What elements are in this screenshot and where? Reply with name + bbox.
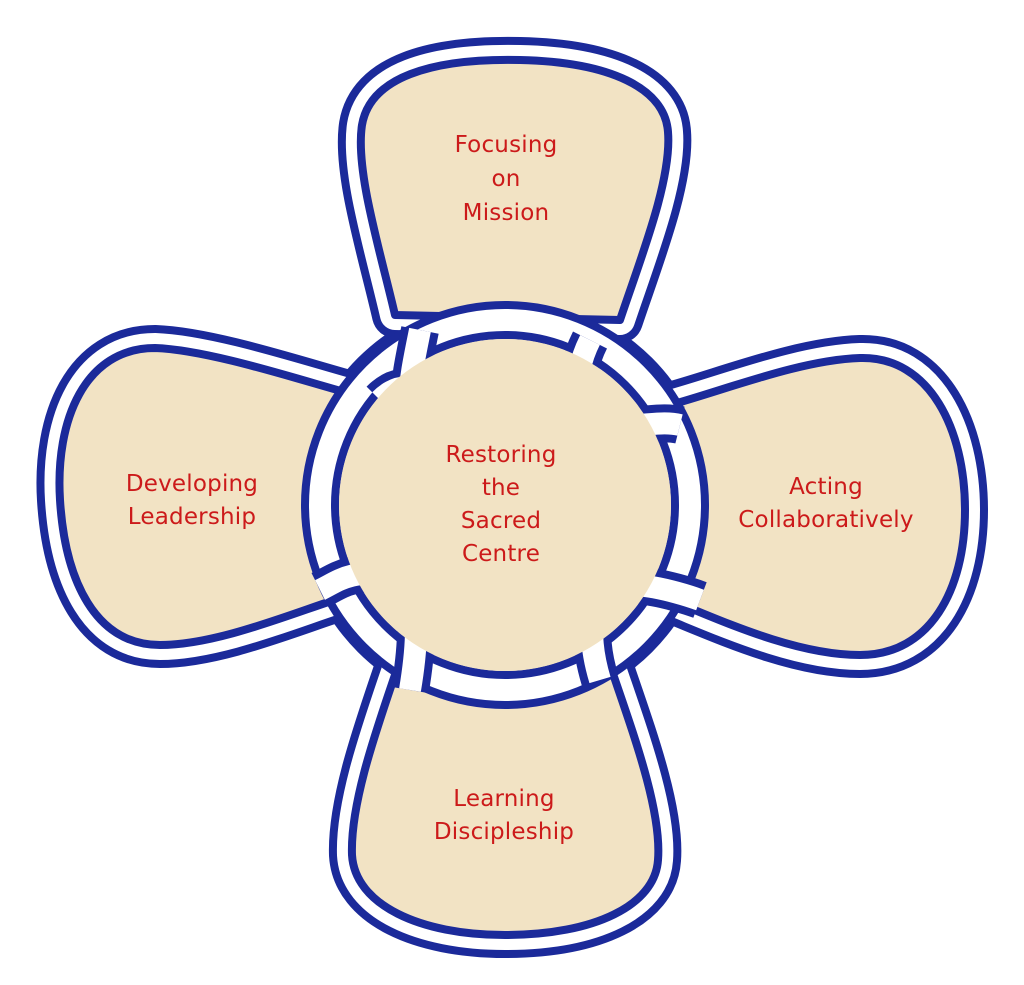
center-label-line-3: Sacred (461, 508, 541, 534)
left-petal-fill (55, 344, 359, 649)
center-ring (301, 301, 709, 709)
petal-fills (55, 55, 969, 939)
top-label-line-2: on (491, 166, 520, 192)
bottom-label-line-1: Learning (453, 786, 554, 812)
center-label-line-1: Restoring (446, 442, 557, 468)
center-label-line-4: Centre (462, 541, 540, 567)
right-label-line-2: Collaboratively (738, 507, 913, 533)
left-label-line-1: Developing (126, 471, 258, 497)
bottom-petal-fill (347, 656, 663, 939)
top-label-line-3: Mission (463, 200, 550, 226)
right-petal-fill (666, 353, 969, 659)
bottom-label-line-2: Discipleship (434, 819, 574, 845)
right-label-line-1: Acting (789, 474, 863, 500)
top-petal-fill (356, 55, 673, 324)
left-label-line-2: Leadership (128, 504, 256, 530)
center-disc (339, 339, 671, 671)
top-label-line-1: Focusing (455, 132, 558, 158)
center-label-line-2: the (482, 475, 520, 501)
